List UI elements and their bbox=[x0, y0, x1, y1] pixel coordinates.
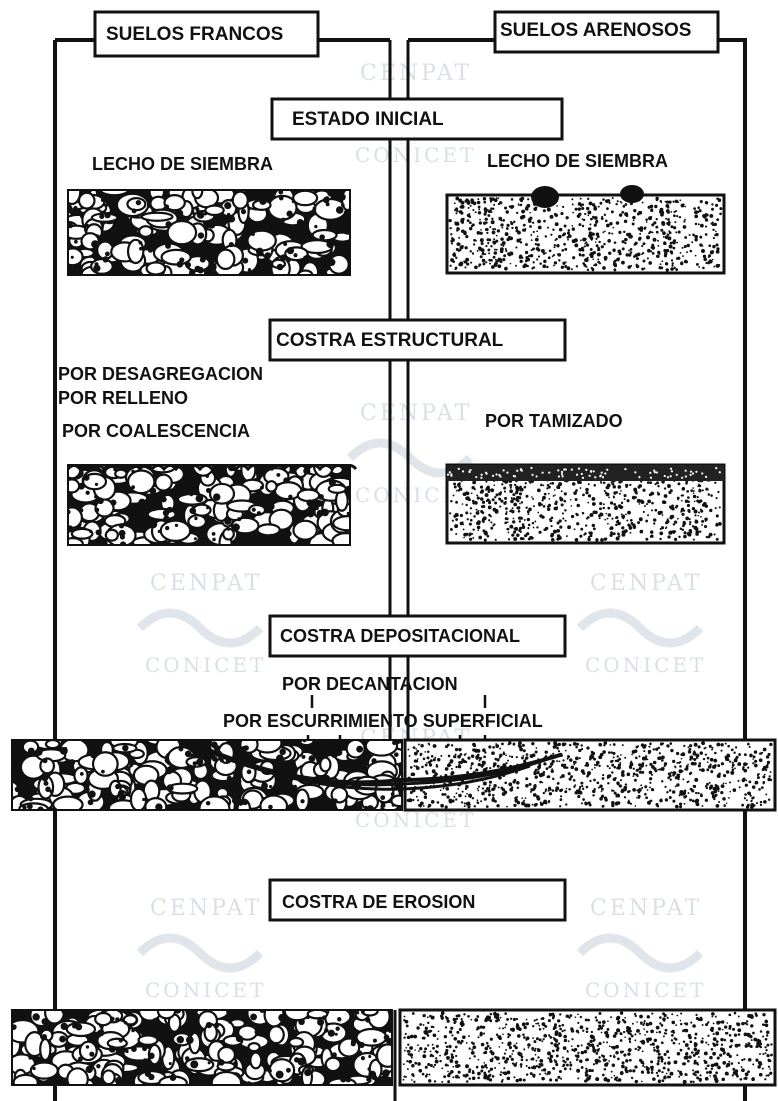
watermark-conicet: CONICET bbox=[355, 808, 476, 832]
stage-title: COSTRA ESTRUCTURAL bbox=[276, 330, 504, 351]
soil-panel-initial-sand bbox=[445, 185, 726, 275]
soil-panel-erosion bbox=[11, 1008, 777, 1087]
watermark-logo bbox=[136, 608, 264, 648]
watermark-conicet: CONICET bbox=[355, 143, 476, 167]
stage-costra-depositacional: COSTRA DEPOSITACIONAL bbox=[268, 614, 567, 658]
watermark-cenpat: CENPAT bbox=[590, 571, 702, 596]
soil-panel-initial-loam bbox=[67, 189, 351, 276]
stage-title: COSTRA DEPOSITACIONAL bbox=[280, 626, 520, 646]
watermark-cenpat: CENPAT bbox=[360, 61, 472, 86]
soil-panel-depositional bbox=[11, 738, 777, 812]
watermark-cenpat: CENPAT bbox=[150, 896, 262, 921]
label-lecho-francos: LECHO DE SIEMBRA bbox=[92, 154, 273, 174]
watermark-logo bbox=[576, 933, 704, 973]
stage-estado-inicial: ESTADO INICIAL bbox=[270, 97, 564, 141]
stage-costra-erosion: COSTRA DE EROSION bbox=[268, 878, 567, 922]
column-title-arenosos: SUELOS ARENOSOS bbox=[500, 20, 691, 41]
watermark-conicet: CONICET bbox=[585, 978, 706, 1002]
column-title-francos: SUELOS FRANCOS bbox=[106, 24, 283, 45]
watermark-logo bbox=[576, 608, 704, 648]
stage-costra-estructural: COSTRA ESTRUCTURAL bbox=[268, 318, 567, 362]
header-left: SUELOS FRANCOS bbox=[93, 10, 320, 58]
label-tamizado: POR TAMIZADO bbox=[485, 411, 623, 431]
soil-panel-structural-loam bbox=[66, 464, 358, 546]
label-desagregacion: POR DESAGREGACION bbox=[58, 364, 263, 384]
label-lecho-arenosos: LECHO DE SIEMBRA bbox=[487, 151, 668, 171]
watermark-logo bbox=[346, 438, 474, 478]
stage-title: COSTRA DE EROSION bbox=[282, 892, 475, 912]
header-right: SUELOS ARENOSOS bbox=[493, 10, 720, 54]
label-relleno: POR RELLENO bbox=[58, 388, 188, 408]
watermark-conicet: CONICET bbox=[585, 653, 706, 677]
watermark-cenpat: CENPAT bbox=[360, 401, 472, 426]
label-coalescencia: POR COALESCENCIA bbox=[62, 421, 250, 441]
watermark-conicet: CONICET bbox=[145, 653, 266, 677]
watermark-cenpat: CENPAT bbox=[590, 896, 702, 921]
soil-panel-structural-sand bbox=[445, 463, 726, 545]
watermark-cenpat: CENPAT bbox=[150, 571, 262, 596]
label-decantacion: POR DECANTACION bbox=[282, 674, 458, 694]
watermark-logo bbox=[136, 933, 264, 973]
watermark-conicet: CONICET bbox=[145, 978, 266, 1002]
label-escurrimiento: POR ESCURRIMIENTO SUPERFICIAL bbox=[223, 711, 543, 731]
stage-title: ESTADO INICIAL bbox=[292, 109, 444, 130]
watermark-layer: CENPAT CONICET CENPAT CONICET CENPAT CONICET C… bbox=[136, 61, 706, 1002]
